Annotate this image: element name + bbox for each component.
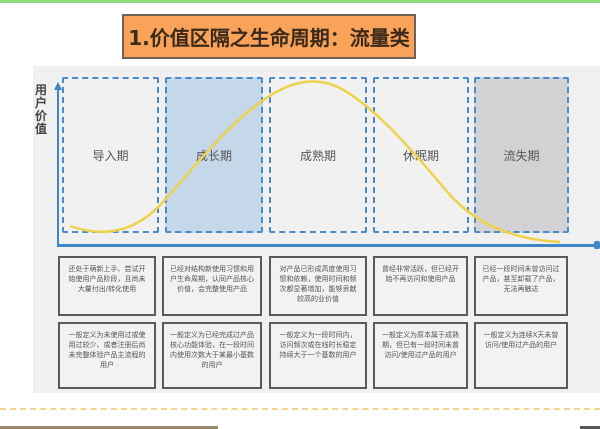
stage-dormant: 休眠期	[373, 77, 469, 233]
stage-label: 成熟期	[299, 148, 336, 163]
stage-churn: 流失期	[474, 77, 569, 233]
page-title: 1.价值区隔之生命周期：流量类	[122, 14, 416, 59]
stage-definition-introduction: 一般定义为未使用过或使用过较少、或者注册后尚未完整体验产品主流程的用户	[58, 322, 156, 389]
stage-behavior-churn: 已经一段时间未曾访问过产品，甚至卸载了产品，无法再触达	[474, 256, 568, 316]
stage-definition-dormant: 一般定义为原本属于成熟期，但已有一段时间未曾访问/使用过产品的用户	[373, 322, 468, 389]
stage-definition-maturity: 一般定义为一段时间内，访问频次或在线时长稳定持续大于一个基数的用户	[269, 322, 367, 389]
stage-label: 休眠期	[402, 148, 439, 163]
stage-definition-growth: 一般定义为已经完成过产品核心功能体验，在一段时间内使用次数大于某最小基数的用户	[162, 322, 262, 389]
stage-definition-churn: 一般定义为连续X天未曾访问/使用过产品的用户	[474, 322, 568, 389]
x-axis	[57, 244, 600, 247]
x-axis-arrow-icon	[594, 241, 600, 249]
stage-label: 导入期	[92, 148, 129, 163]
stage-growth: 成长期	[165, 77, 263, 233]
section-divider	[0, 408, 600, 410]
stage-behavior-dormant: 曾经非常活跃，但已经开始不再访问和使用产品	[373, 256, 468, 316]
stage-behavior-maturity: 对产品已形成高度使用习惯和依赖，使用时间和频次都显著增加，能够贡献较高的业价值	[269, 256, 367, 316]
stage-introduction: 导入期	[62, 77, 159, 233]
top-accent-bar	[0, 0, 600, 3]
y-axis-label: 用户价值	[35, 83, 48, 136]
stage-behavior-growth: 已经对结构新使用习惯和用户生命周期，认同产品核心价值，会完整使用产品	[162, 256, 262, 316]
y-axis	[57, 88, 59, 246]
y-axis-arrow-icon	[54, 82, 62, 90]
stage-label: 流失期	[503, 148, 540, 163]
stage-label: 成长期	[195, 148, 232, 163]
stage-behavior-introduction: 还处于萌新上手、尝试开始使用产品阶段，且尚未大量付出/转化使用	[58, 256, 156, 316]
next-section-edge-right	[580, 426, 600, 429]
stage-maturity: 成熟期	[269, 77, 367, 233]
next-section-edge	[0, 426, 218, 429]
